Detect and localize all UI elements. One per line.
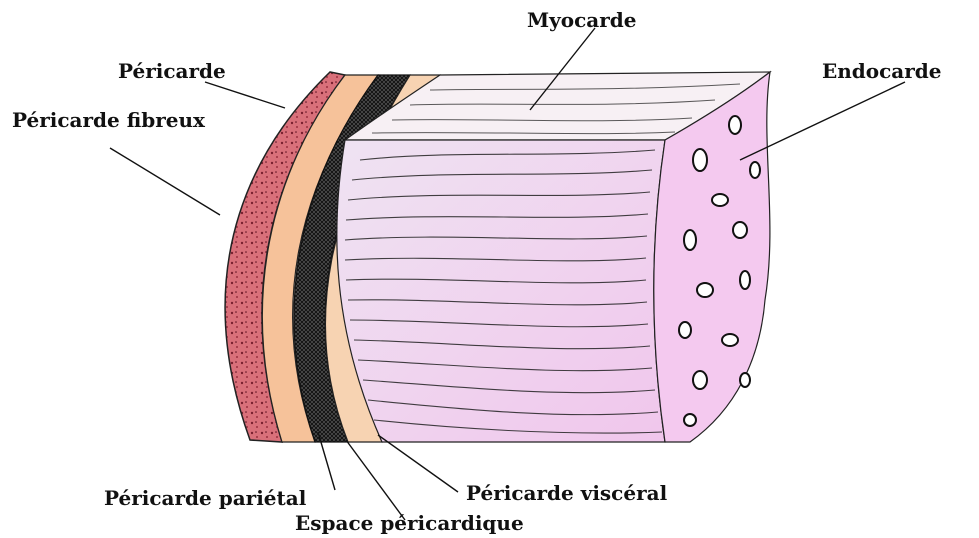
label-myocarde: Myocarde — [527, 10, 636, 30]
label-pericarde: Péricarde — [118, 61, 226, 81]
leader-pericarde-visceral — [378, 435, 458, 492]
label-pericarde-fibreux: Péricarde fibreux — [12, 110, 205, 130]
label-espace-pericardique: Espace péricardique — [295, 513, 524, 533]
myocardium — [337, 140, 665, 442]
leader-pericarde — [205, 82, 285, 108]
label-pericarde-visceral: Péricarde viscéral — [466, 483, 667, 503]
label-endocarde: Endocarde — [822, 61, 942, 81]
leader-pericarde-fibreux — [110, 148, 220, 215]
label-pericarde-parietal: Péricarde pariétal — [104, 488, 306, 508]
leader-espace-pericardique — [346, 440, 405, 520]
